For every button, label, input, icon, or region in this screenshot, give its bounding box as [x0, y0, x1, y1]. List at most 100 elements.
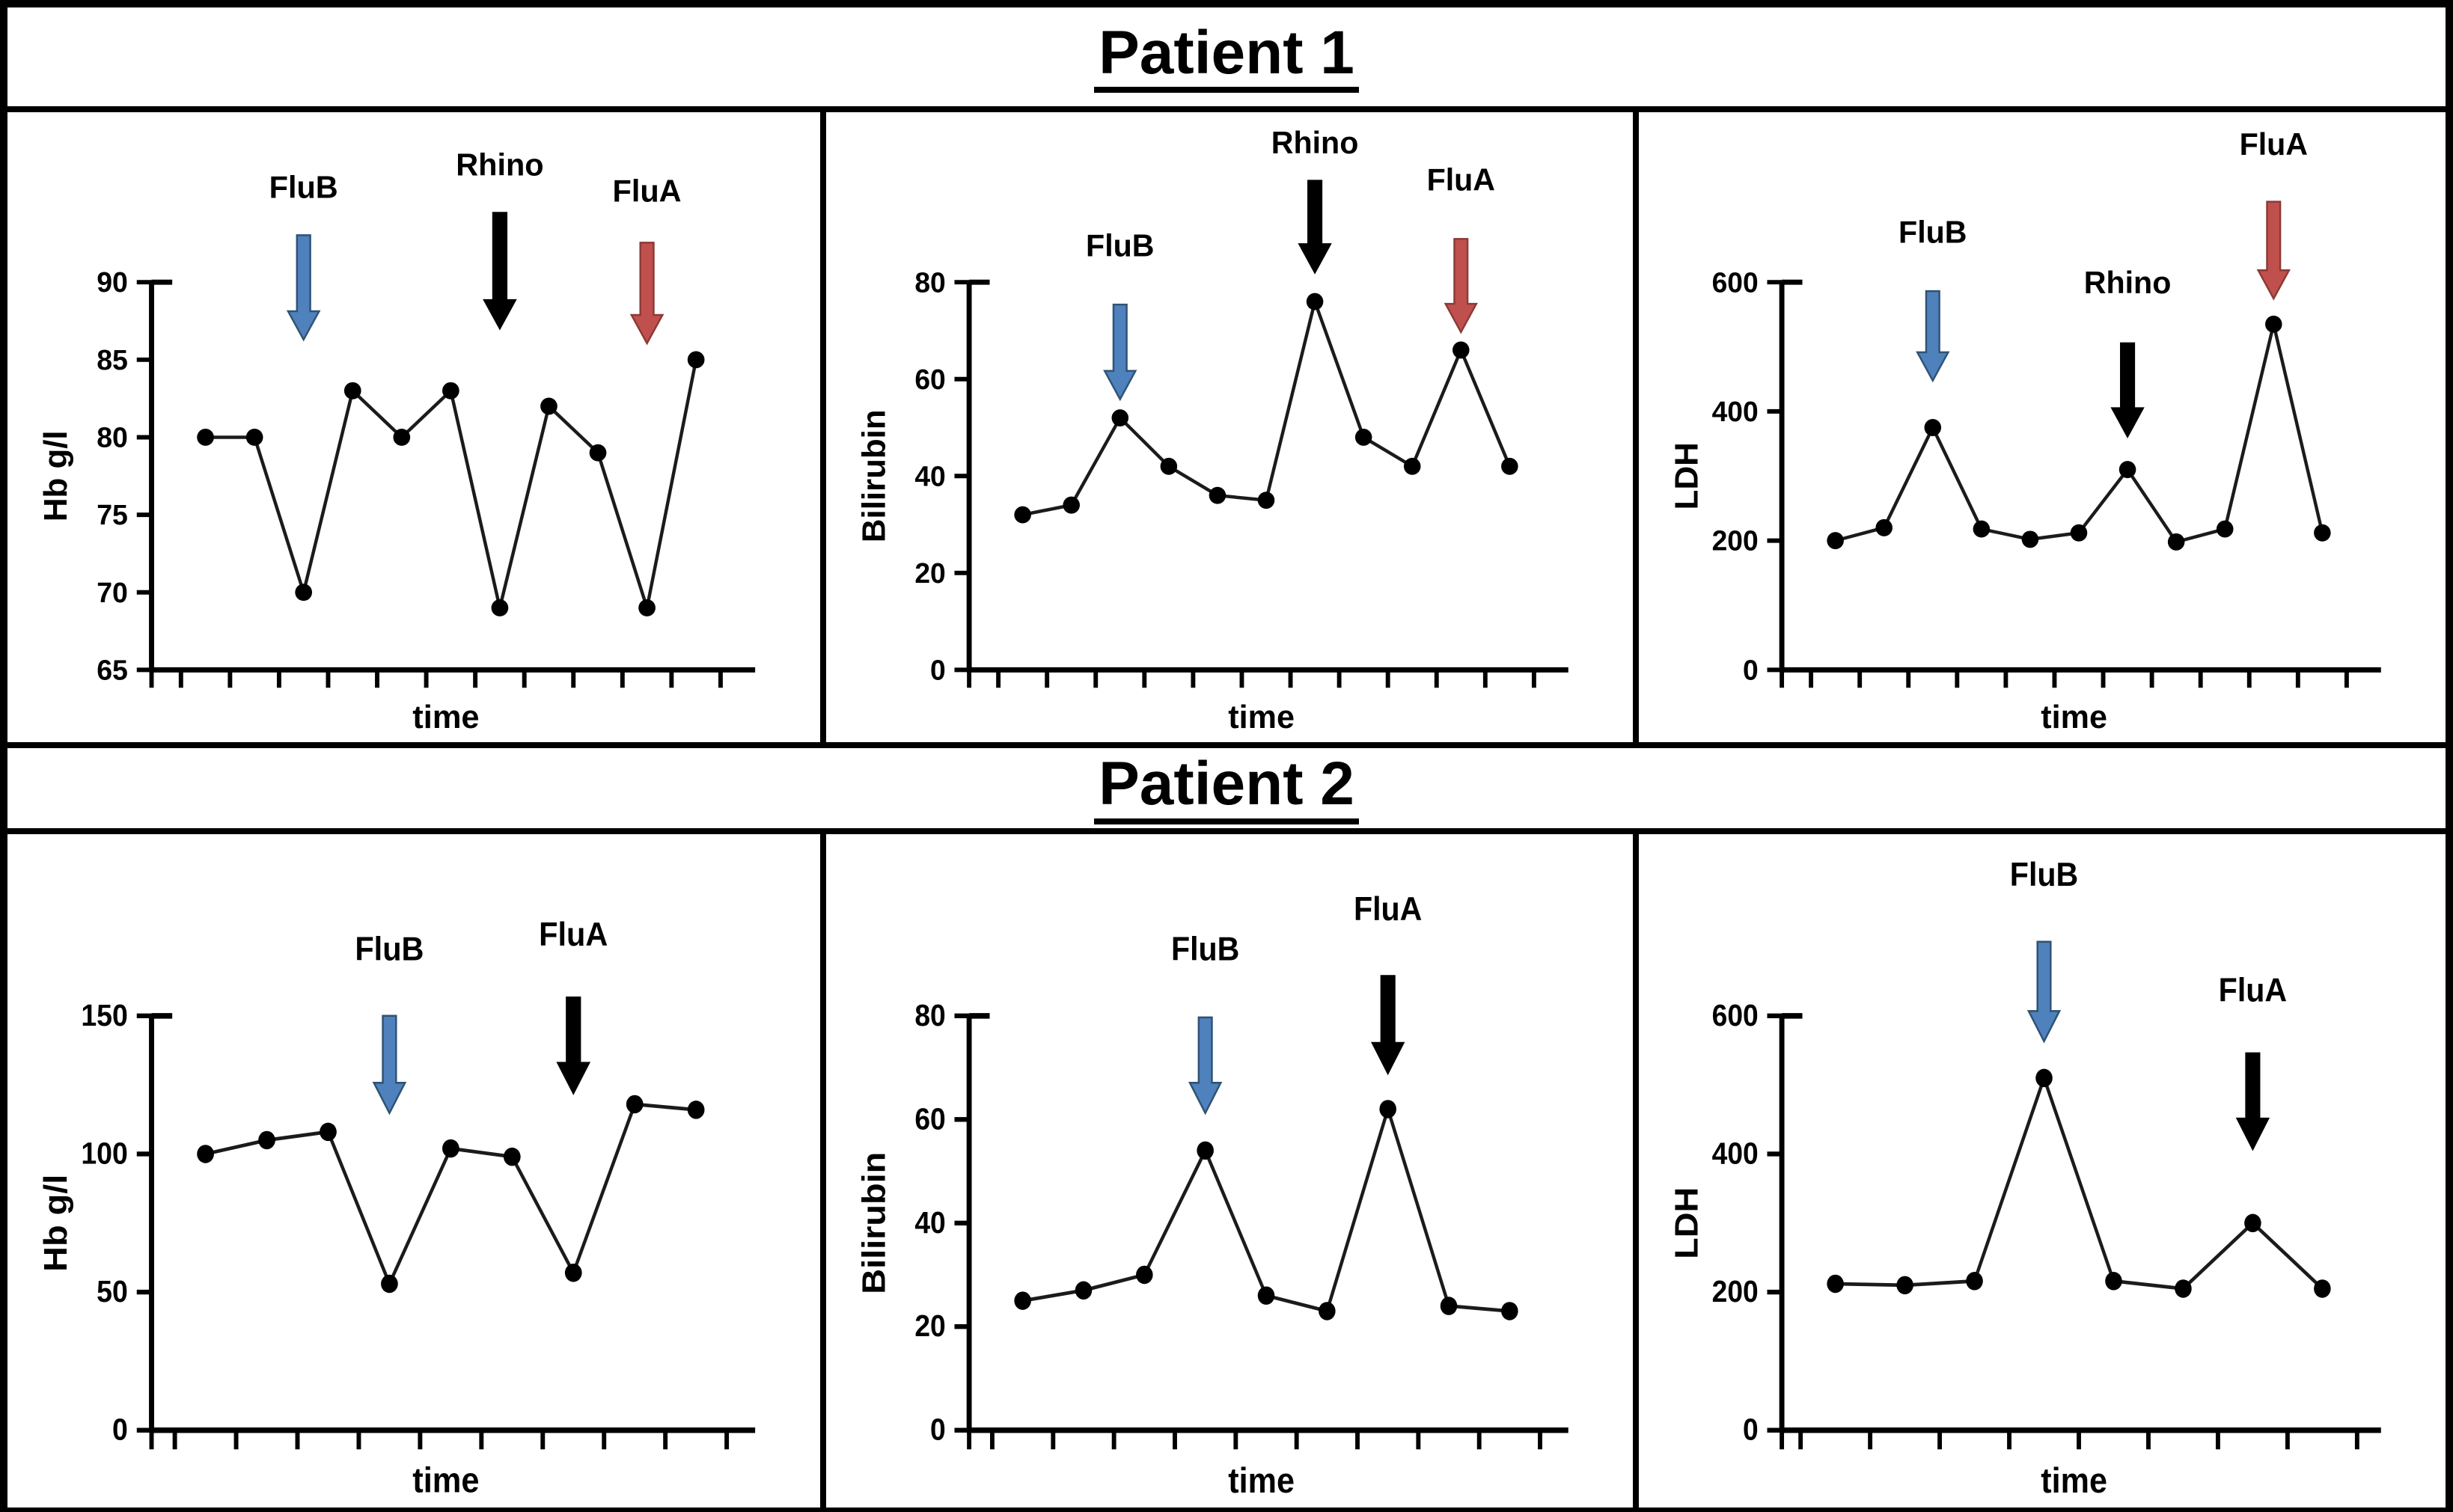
- data-point-marker: [1924, 419, 1942, 436]
- data-point-marker: [1014, 1291, 1031, 1310]
- annotation-arrow-flua: [2235, 1052, 2270, 1151]
- data-point-marker: [540, 397, 558, 415]
- y-tick-label: 40: [914, 460, 945, 492]
- data-point-marker: [1896, 1276, 1913, 1295]
- data-point-marker: [2244, 1213, 2261, 1233]
- annotation-label-flua: FluA: [2240, 126, 2308, 161]
- y-tick-label: 0: [930, 1413, 946, 1447]
- data-point-marker: [687, 1101, 705, 1119]
- data-point-marker: [1111, 409, 1129, 427]
- y-tick-label: 400: [1712, 396, 1759, 427]
- annotation-label-flua: FluA: [2219, 972, 2287, 1009]
- data-point-marker: [381, 1274, 398, 1294]
- y-tick-label: 100: [81, 1137, 128, 1171]
- data-point-marker: [258, 1130, 275, 1150]
- data-point-marker: [1197, 1141, 1214, 1160]
- y-axis-label: Hb g/l: [37, 430, 74, 521]
- y-tick-label: 60: [914, 364, 945, 395]
- y-axis-label: LDH: [1668, 1187, 1705, 1259]
- data-point-marker: [1319, 1302, 1336, 1320]
- annotation-arrow-rhino: [1298, 180, 1332, 275]
- annotation-label-rhino: Rhino: [1271, 124, 1359, 159]
- annotation-label-flub: FluB: [1898, 214, 1967, 249]
- patient2-title: Patient 2: [1094, 752, 1359, 824]
- annotation-arrow-flub: [2026, 940, 2062, 1044]
- y-axis-label: Hb g/l: [37, 1175, 74, 1272]
- data-point-marker: [1257, 1286, 1275, 1305]
- y-axis-label: Bilirubin: [857, 409, 893, 542]
- y-tick-label: 150: [81, 1000, 128, 1033]
- patient1-title-band: Patient 1: [7, 7, 2446, 112]
- annotation-arrow-flua: [1444, 238, 1478, 334]
- annotation-arrow-flua: [629, 242, 665, 346]
- data-line: [204, 1102, 698, 1286]
- data-line: [1833, 322, 2324, 544]
- data-point-marker: [295, 584, 313, 602]
- y-tick-label: 200: [1712, 1276, 1759, 1309]
- annotation-label-flub: FluB: [1171, 931, 1239, 968]
- data-point-marker: [320, 1122, 337, 1142]
- data-point-marker: [638, 599, 656, 616]
- y-axis-label: Bilirubin: [855, 1152, 892, 1294]
- y-tick-label: 600: [1712, 999, 1759, 1032]
- y-tick-label: 0: [1743, 654, 1759, 685]
- data-point-marker: [2021, 530, 2039, 548]
- annotation-arrow-flub: [286, 234, 321, 342]
- y-tick-label: 65: [97, 654, 128, 685]
- annotation-label-flub: FluB: [2010, 857, 2078, 894]
- data-point-marker: [1501, 1302, 1518, 1320]
- annotation-label-flub: FluB: [269, 169, 338, 204]
- y-tick-label: 80: [97, 421, 128, 453]
- data-point-marker: [343, 382, 361, 400]
- data-point-marker: [1257, 492, 1275, 509]
- data-point-marker: [2314, 1279, 2331, 1298]
- data-point-marker: [2314, 524, 2331, 542]
- annotation-arrow-flub: [372, 1014, 407, 1115]
- x-axis-label: time: [412, 699, 479, 735]
- annotation-label-rhino: Rhino: [456, 147, 543, 183]
- y-tick-label: 20: [914, 557, 945, 589]
- annotation-label-flua: FluA: [1354, 890, 1422, 928]
- data-point-marker: [1075, 1281, 1093, 1300]
- data-point-marker: [503, 1147, 521, 1166]
- data-line: [1021, 1107, 1512, 1313]
- y-tick-label: 600: [1712, 266, 1759, 298]
- data-point-marker: [245, 428, 263, 446]
- y-tick-label: 50: [97, 1276, 128, 1309]
- data-point-marker: [442, 1139, 459, 1158]
- data-point-marker: [1501, 457, 1518, 475]
- data-point-marker: [1875, 518, 1893, 536]
- y-tick-label: 0: [930, 654, 946, 685]
- data-point-marker: [1136, 1265, 1153, 1285]
- data-point-marker: [1452, 341, 1470, 359]
- data-point-marker: [687, 351, 705, 369]
- data-line: [1833, 1076, 2324, 1291]
- annotation-arrow-flua: [2256, 201, 2291, 301]
- data-point-marker: [1827, 532, 1844, 550]
- data-point-marker: [1160, 457, 1178, 475]
- data-point-marker: [1440, 1297, 1458, 1315]
- data-point-marker: [2070, 524, 2088, 542]
- annotation-arrow-flua: [556, 997, 591, 1095]
- data-point-marker: [1966, 1272, 1983, 1291]
- x-axis-label: time: [1228, 700, 1295, 735]
- annotation-label-flub: FluB: [355, 931, 424, 968]
- y-tick-label: 70: [97, 577, 128, 608]
- annotation-label-rhino: Rhino: [2084, 265, 2172, 300]
- x-axis-label: time: [2041, 700, 2107, 735]
- data-point-marker: [197, 428, 214, 446]
- data-point-marker: [2105, 1272, 2122, 1291]
- y-tick-label: 0: [112, 1413, 128, 1447]
- data-point-marker: [1354, 428, 1372, 446]
- y-tick-label: 0: [1743, 1413, 1759, 1447]
- data-point-marker: [626, 1095, 644, 1114]
